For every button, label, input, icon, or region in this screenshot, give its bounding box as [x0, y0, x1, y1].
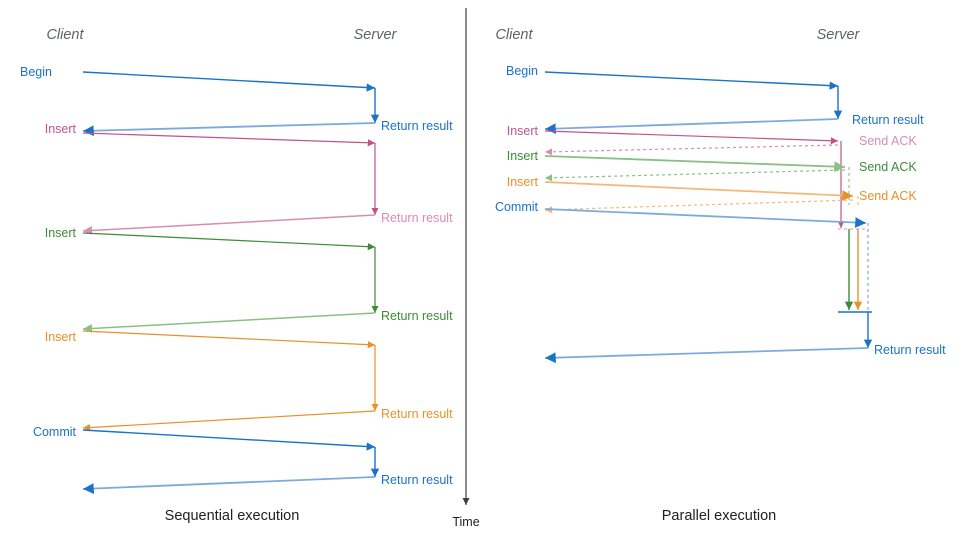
left-message-insert-3 — [82, 330, 379, 432]
left-message-insert-1 — [82, 132, 379, 236]
right-client-label-0: Begin — [506, 64, 538, 78]
left-actor-client-label: Client — [46, 27, 84, 43]
left-message-insert-2 — [82, 232, 379, 334]
left-message-commit — [82, 429, 380, 494]
right-actor-server-label: Server — [817, 27, 861, 43]
right-actor-client-label: Client — [495, 27, 533, 43]
right-client-label-4: Commit — [495, 200, 539, 214]
left-server-label-2: Return result — [381, 309, 453, 323]
left-client-label-3: Insert — [45, 330, 77, 344]
right-server-label-2: Send ACK — [859, 160, 917, 174]
left-server-label-3: Return result — [381, 407, 453, 421]
left-client-label-1: Insert — [45, 122, 77, 136]
right-panel: Client Server Begin Return result Insert… — [495, 27, 946, 524]
left-server-label-4: Return result — [381, 473, 453, 487]
right-message-insert-3 — [544, 181, 863, 310]
right-client-label-1: Insert — [507, 124, 539, 138]
right-client-label-2: Insert — [507, 149, 539, 163]
right-client-label-3: Insert — [507, 175, 539, 189]
left-client-label-4: Commit — [33, 425, 77, 439]
right-panel-caption: Parallel execution — [662, 508, 776, 524]
left-actor-server-label: Server — [354, 27, 398, 43]
right-server-label-4: Return result — [874, 343, 946, 357]
right-message-commit — [544, 208, 873, 364]
left-client-label-0: Begin — [20, 65, 52, 79]
right-message-begin — [544, 71, 843, 135]
right-server-label-3: Send ACK — [859, 189, 917, 203]
right-message-insert-1 — [544, 130, 845, 228]
left-message-begin — [82, 71, 380, 137]
left-panel-caption: Sequential execution — [165, 508, 300, 524]
left-server-label-1: Return result — [381, 211, 453, 225]
left-server-label-0: Return result — [381, 119, 453, 133]
right-server-label-1: Send ACK — [859, 134, 917, 148]
left-client-label-2: Insert — [45, 226, 77, 240]
right-message-insert-2 — [544, 155, 854, 310]
time-axis-label: Time — [452, 515, 479, 529]
left-panel: Client Server Begin Return result Insert… — [20, 27, 453, 524]
time-axis: Time — [452, 8, 480, 529]
right-server-label-0: Return result — [852, 113, 924, 127]
